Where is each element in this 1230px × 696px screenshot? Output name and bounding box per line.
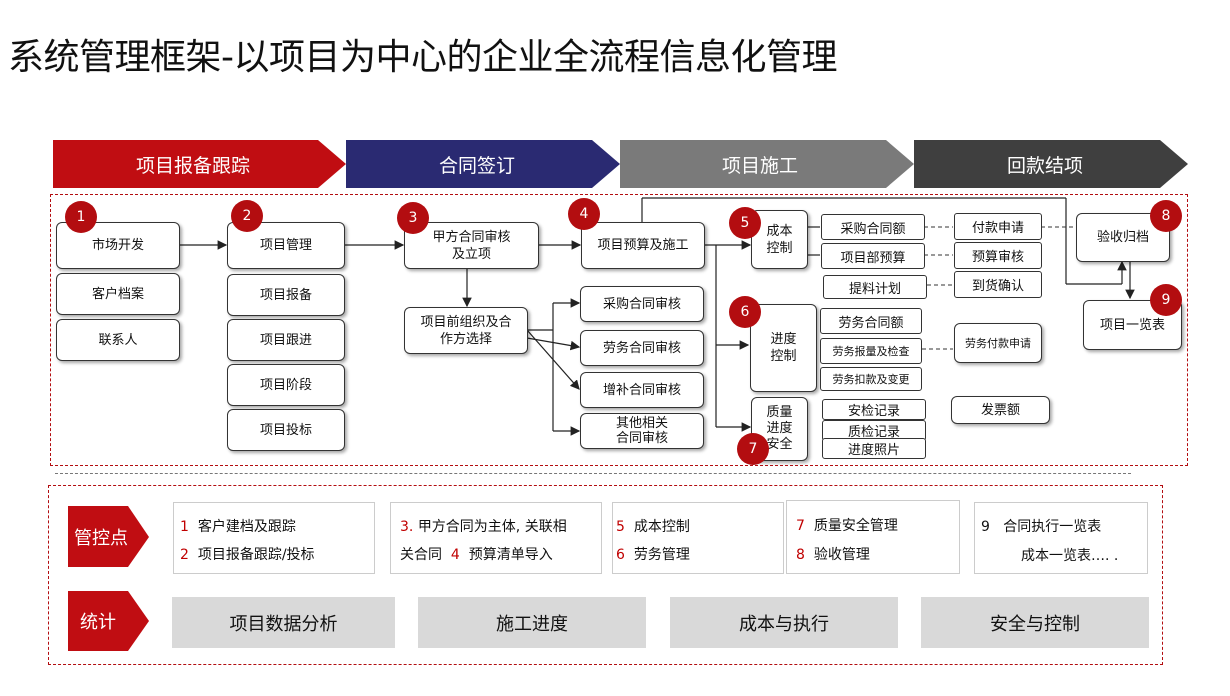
stat-cost-execution[interactable]: 成本与执行	[670, 597, 898, 648]
item-dept-budget[interactable]: 项目部预算	[821, 243, 925, 269]
box-budget-construction[interactable]: 项目预算及施工	[581, 222, 705, 269]
item-labor-deduct-change[interactable]: 劳务扣款及变更	[820, 367, 922, 391]
item-delivery-confirm[interactable]: 到货确认	[954, 271, 1042, 298]
item-labor-contract-amount[interactable]: 劳务合同额	[820, 308, 922, 334]
control-text-9: 合同执行一览表	[1003, 519, 1102, 535]
phase-arrow-2	[346, 140, 620, 188]
phase-label-1: 项目报备跟踪	[135, 154, 250, 177]
box-contacts[interactable]: 联系人	[56, 319, 180, 361]
page-title: 系统管理框架-以项目为中心的企业全流程信息化管理	[8, 37, 838, 78]
step-badge-3: 3	[397, 202, 429, 234]
control-num-8: 8	[796, 547, 805, 563]
item-safety-record[interactable]: 安检记录	[822, 399, 926, 420]
control-pane-5: 9 合同执行一览表 成本一览表…. .	[974, 502, 1148, 574]
phase-label-4: 回款结项	[1006, 154, 1083, 177]
control-num-3: 3.	[400, 519, 414, 535]
box-supplement-contract-review[interactable]: 增补合同审核	[580, 372, 704, 408]
box-purchase-contract-review[interactable]: 采购合同审核	[580, 286, 704, 322]
control-num-6: 6	[616, 547, 625, 563]
phase-label-2: 合同签订	[438, 154, 515, 177]
step-badge-2: 2	[231, 200, 263, 232]
item-labor-payment-request[interactable]: 劳务付款申请	[954, 323, 1042, 363]
control-text-3b: 关合同	[400, 547, 442, 563]
control-tag-shape	[68, 506, 149, 567]
item-labor-measure-check[interactable]: 劳务报量及检查	[820, 338, 922, 364]
step-badge-4: 4	[568, 198, 600, 230]
step-badge-1: 1	[65, 201, 97, 233]
step-badge-5: 5	[729, 207, 761, 239]
control-text-9b: 成本一览表…. .	[1021, 548, 1119, 564]
item-material-plan[interactable]: 提料计划	[823, 275, 927, 299]
box-other-contract-review[interactable]: 其他相关 合同审核	[580, 413, 704, 449]
stats-tag-shape	[68, 591, 149, 651]
stat-construction-progress[interactable]: 施工进度	[418, 597, 646, 648]
control-num-7: 7	[796, 518, 805, 534]
control-text-4: 预算清单导入	[468, 547, 553, 563]
control-points-tag: 管控点	[74, 527, 128, 549]
box-project-report[interactable]: 项目报备	[227, 274, 345, 316]
control-text-2: 项目报备跟踪/投标	[197, 547, 315, 563]
box-project-stage[interactable]: 项目阶段	[227, 364, 345, 406]
box-progress-control[interactable]: 进度 控制	[750, 304, 817, 392]
item-payment-request[interactable]: 付款申请	[954, 213, 1042, 240]
summary-frame	[48, 485, 1163, 665]
control-text-3: 甲方合同为主体, 关联相	[417, 519, 567, 535]
box-labor-contract-review[interactable]: 劳务合同审核	[580, 330, 704, 366]
step-badge-9: 9	[1150, 284, 1182, 316]
control-num-2: 2	[180, 547, 189, 563]
phase-arrow-4	[914, 140, 1188, 188]
box-project-bid[interactable]: 项目投标	[227, 409, 345, 451]
control-text-7: 质量安全管理	[813, 518, 898, 534]
step-badge-6: 6	[729, 296, 761, 328]
flow-frame	[50, 194, 1188, 466]
step-badge-7: 7	[737, 433, 769, 465]
control-text-6: 劳务管理	[633, 547, 690, 563]
item-progress-photo[interactable]: 进度照片	[822, 438, 926, 459]
box-project-followup[interactable]: 项目跟进	[227, 319, 345, 361]
step-badge-8: 8	[1150, 200, 1182, 232]
phase-label-3: 项目施工	[721, 154, 798, 177]
item-purchase-amount[interactable]: 采购合同额	[821, 214, 925, 240]
control-text-1: 客户建档及跟踪	[197, 519, 296, 535]
section-divider	[55, 473, 1131, 474]
box-pre-project-partner[interactable]: 项目前组织及合 作方选择	[404, 307, 528, 354]
control-num-1: 1	[180, 519, 189, 535]
stat-safety-control[interactable]: 安全与控制	[921, 597, 1149, 648]
control-pane-2: 3. 甲方合同为主体, 关联相 关合同 4 预算清单导入	[390, 502, 602, 574]
control-text-8: 验收管理	[813, 547, 870, 563]
control-num-9: 9	[981, 519, 990, 535]
control-pane-1: 1 客户建档及跟踪 2 项目报备跟踪/投标	[173, 502, 375, 574]
phase-arrow-1	[53, 140, 346, 188]
box-market-dev[interactable]: 市场开发	[56, 222, 180, 269]
box-invoice-amount[interactable]: 发票额	[951, 396, 1050, 424]
phase-arrow-3	[620, 140, 914, 188]
stat-project-analysis[interactable]: 项目数据分析	[172, 597, 395, 648]
box-customer-file[interactable]: 客户档案	[56, 273, 180, 315]
control-num-5: 5	[616, 519, 625, 535]
stats-tag: 统计	[80, 612, 116, 633]
item-budget-review[interactable]: 预算审核	[954, 242, 1042, 269]
control-pane-4: 7 质量安全管理 8 验收管理	[786, 500, 960, 574]
control-num-4: 4	[450, 547, 460, 563]
control-text-5: 成本控制	[633, 519, 690, 535]
control-pane-3: 5 成本控制 6 劳务管理	[612, 502, 784, 574]
box-client-contract-review[interactable]: 甲方合同审核 及立项	[404, 222, 539, 269]
